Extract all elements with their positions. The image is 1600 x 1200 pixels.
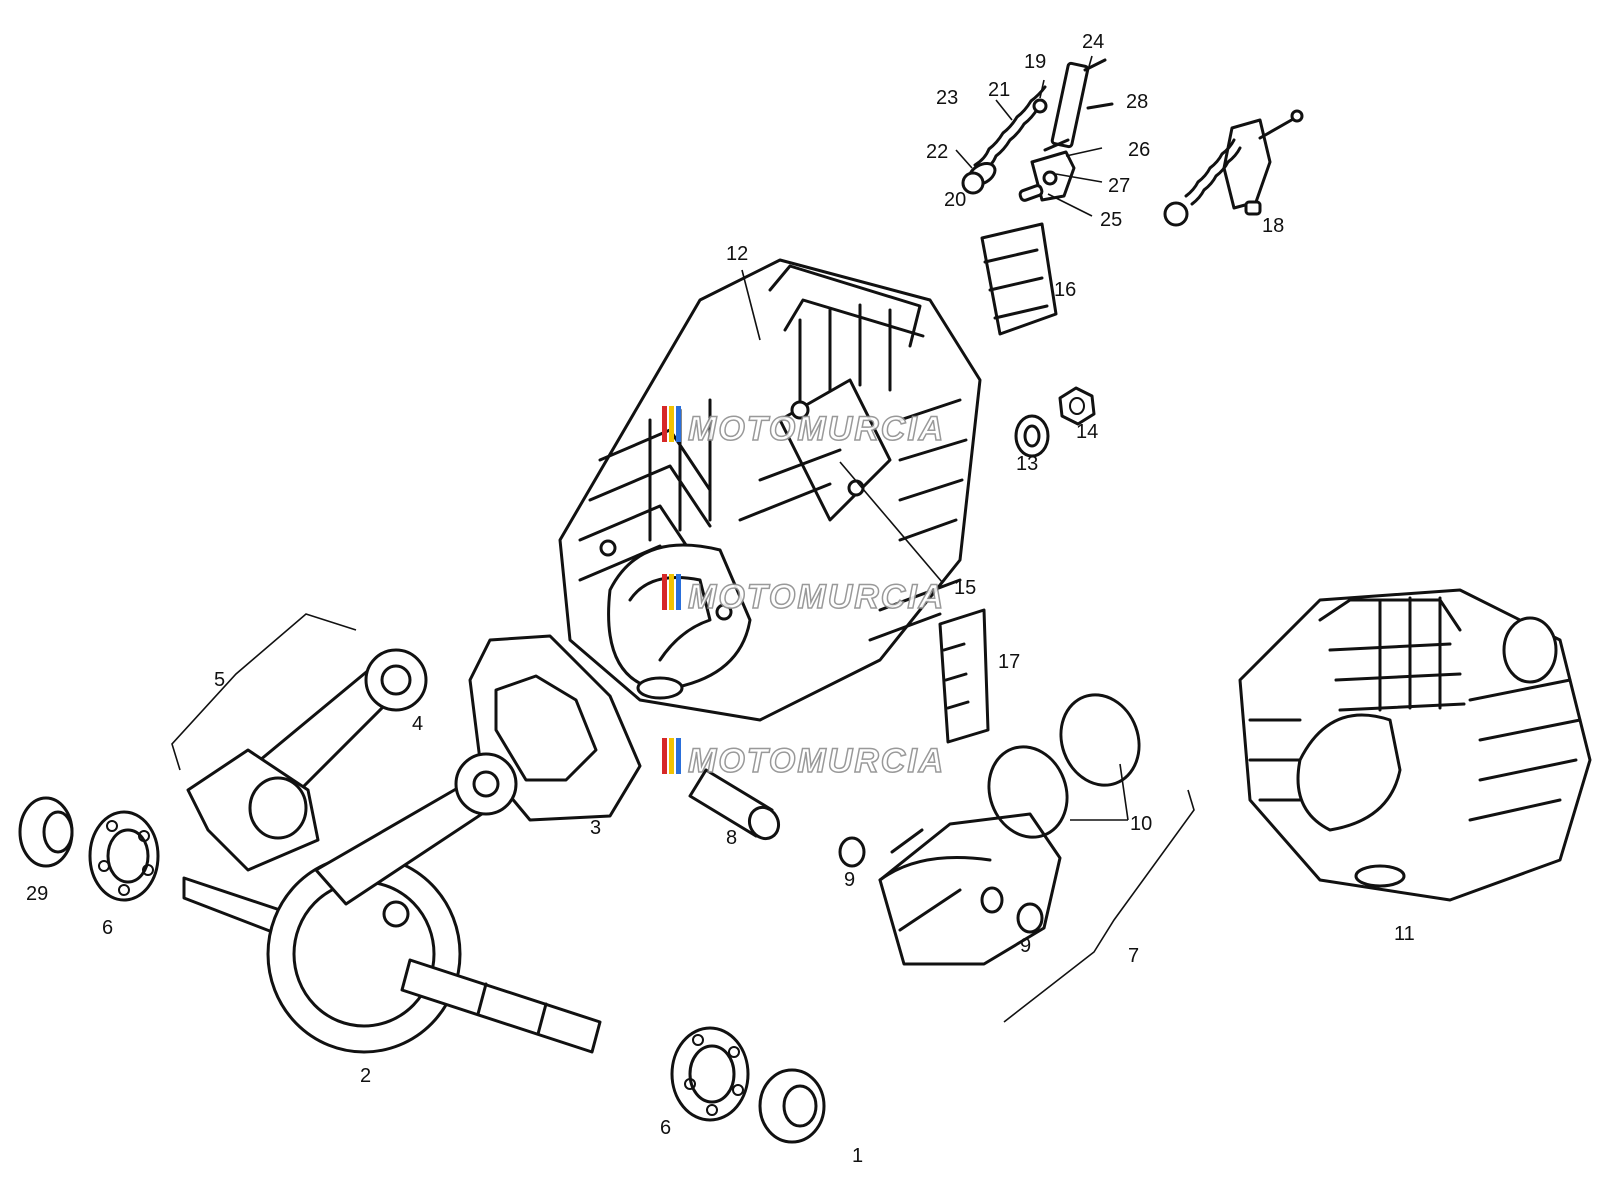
callout-6a: 6 (102, 917, 113, 939)
piston-7 (878, 812, 1062, 966)
reed-block-17 (938, 608, 990, 744)
callout-14: 14 (1076, 421, 1098, 443)
callout-26: 26 (1128, 139, 1150, 161)
connecting-rod-5 (186, 648, 428, 872)
crankshaft-2 (182, 752, 602, 1054)
callout-23: 23 (936, 87, 958, 109)
callout-28: 28 (1126, 91, 1148, 113)
assembled-valve-illustration (1163, 109, 1304, 227)
callout-22: 22 (926, 141, 948, 163)
callout-19: 19 (1024, 51, 1046, 73)
callout-20: 20 (944, 189, 966, 211)
circlip-9a (838, 836, 866, 868)
oil-seal-29 (18, 796, 74, 868)
bearing-6a (88, 810, 160, 902)
cylinder-12 (558, 258, 982, 722)
callout-3: 3 (590, 817, 601, 839)
leader-lines (741, 55, 1129, 821)
callout-15: 15 (954, 577, 976, 599)
cylinder-11 (1238, 588, 1592, 902)
callout-24: 24 (1082, 31, 1104, 53)
watermark-2: MOTOMURCIA (662, 574, 945, 617)
callout-17: 17 (998, 651, 1020, 673)
callout-11: 11 (1394, 923, 1415, 945)
piston-rings-10 (987, 693, 1141, 839)
callout-16: 16 (1054, 279, 1076, 301)
watermark-1: MOTOMURCIA (662, 406, 945, 449)
reed-block-16 (980, 222, 1058, 336)
callout-9a: 9 (844, 869, 855, 891)
callout-29: 29 (26, 883, 48, 905)
callout-8: 8 (726, 827, 737, 849)
nut-14 (1058, 386, 1096, 426)
bracket-7 (1003, 789, 1195, 1023)
callout-6b: 6 (660, 1117, 671, 1139)
svg-text:MOTOMURCIA: MOTOMURCIA (688, 578, 945, 616)
callout-7: 7 (1128, 945, 1139, 967)
callout-13: 13 (1016, 453, 1038, 475)
callout-18: 18 (1262, 215, 1284, 237)
callout-5: 5 (214, 669, 225, 691)
callout-9b: 9 (1020, 935, 1031, 957)
svg-text:MOTOMURCIA: MOTOMURCIA (688, 410, 945, 448)
circlip-9b (1016, 902, 1044, 934)
piston-pin-8 (688, 768, 781, 841)
bracket-5 (171, 613, 357, 771)
callout-12: 12 (726, 243, 748, 265)
callout-1: 1 (852, 1145, 863, 1167)
oil-seal-1 (758, 1068, 826, 1144)
callout-25: 25 (1100, 209, 1122, 231)
svg-text:MOTOMURCIA: MOTOMURCIA (688, 742, 945, 780)
callout-10: 10 (1130, 813, 1152, 835)
callout-27: 27 (1108, 175, 1130, 197)
callout-21: 21 (988, 79, 1010, 101)
callout-2: 2 (360, 1065, 371, 1087)
bearing-6b (670, 1026, 750, 1122)
decompressor-valve-assembly (961, 58, 1114, 202)
callout-4: 4 (412, 713, 423, 735)
washer-13 (1014, 414, 1050, 458)
watermark-3: MOTOMURCIA (662, 738, 945, 781)
